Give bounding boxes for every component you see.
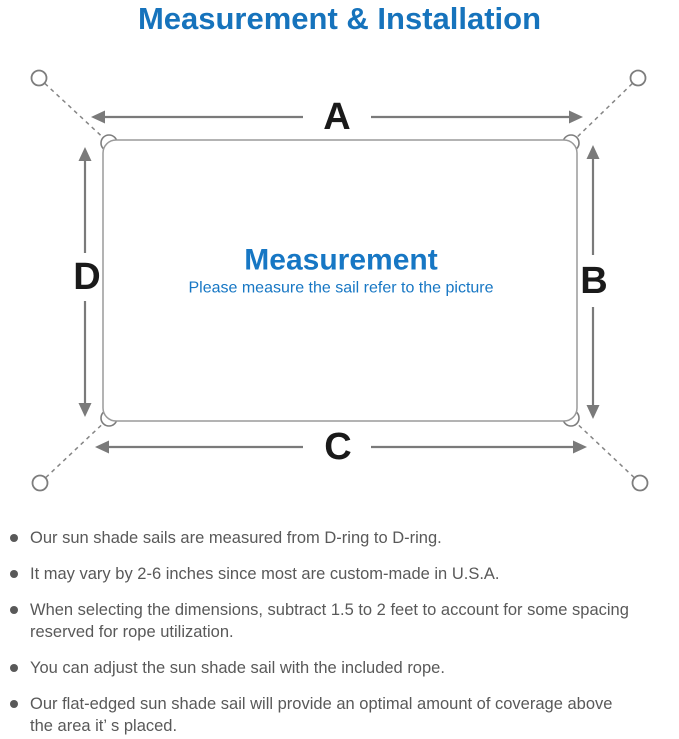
dimension-label-b: B: [580, 260, 607, 302]
anchor-ring-icon-top-right: [629, 69, 647, 87]
rope-line-top-right: [569, 77, 639, 145]
note-text: You can adjust the sun shade sail with t…: [30, 659, 445, 677]
arrow-b: [586, 145, 600, 419]
arrowhead-up-icon: [78, 147, 92, 161]
note-text: Our flat-edged sun shade sail will provi…: [30, 695, 613, 735]
arrowhead-down-icon: [586, 405, 600, 419]
arrow-d: [78, 147, 92, 417]
anchor-points: [30, 69, 649, 492]
sail-center-subtitle: Please measure the sail refer to the pic…: [188, 280, 493, 297]
rope-line-bottom-right: [569, 416, 641, 484]
bullet-icon: [10, 606, 18, 614]
arrow-c: [95, 440, 587, 454]
page-title: Measurement & Installation: [137, 1, 542, 36]
list-item: When selecting the dimensions, subtract …: [10, 599, 675, 643]
arrowhead-left-icon: [95, 440, 109, 454]
arrow-a: [91, 110, 583, 124]
anchor-ring-icon-top-left: [30, 69, 48, 87]
bullet-icon: [10, 534, 18, 542]
rope-line-bottom-left: [39, 416, 111, 484]
rope-dashed-lines: [38, 77, 641, 484]
arrowhead-right-icon: [573, 440, 587, 454]
notes-list: Our sun shade sails are measured from D-…: [10, 527, 675, 739]
list-item: You can adjust the sun shade sail with t…: [10, 657, 675, 679]
rope-line-top-left: [38, 77, 111, 145]
sail-center-title: Measurement: [244, 244, 437, 277]
list-item: Our sun shade sails are measured from D-…: [10, 527, 675, 549]
dimension-label-a: A: [323, 96, 350, 138]
note-text: When selecting the dimensions, subtract …: [30, 601, 629, 641]
bullet-icon: [10, 570, 18, 578]
measurement-diagram: A C D B Measurement Please measure the s…: [30, 69, 649, 492]
arrowhead-right-icon: [569, 110, 583, 124]
note-text: Our sun shade sails are measured from D-…: [30, 529, 442, 547]
sail-outline: [102, 139, 578, 422]
list-item: Our flat-edged sun shade sail will provi…: [10, 693, 675, 737]
dimension-label-c: C: [324, 426, 351, 468]
arrowhead-down-icon: [78, 403, 92, 417]
note-text: It may vary by 2-6 inches since most are…: [30, 565, 500, 583]
arrowhead-left-icon: [91, 110, 105, 124]
dimension-label-d: D: [73, 256, 100, 298]
arrowhead-up-icon: [586, 145, 600, 159]
anchor-ring-icon-bottom-left: [31, 474, 49, 492]
list-item: It may vary by 2-6 inches since most are…: [10, 563, 675, 585]
anchor-ring-icon-bottom-right: [631, 474, 649, 492]
bullet-icon: [10, 664, 18, 672]
bullet-icon: [10, 700, 18, 708]
